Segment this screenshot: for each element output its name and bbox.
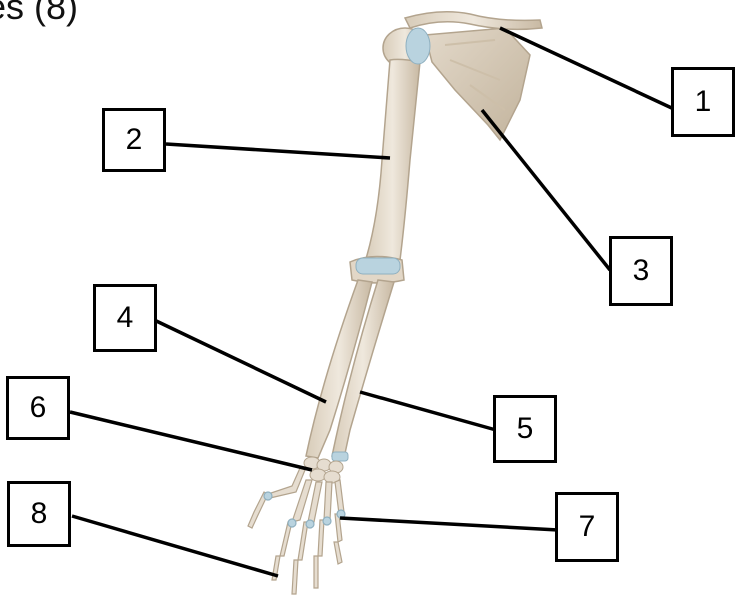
label-box-2: 2 [102,108,166,172]
label-box-7: 7 [555,492,619,562]
leader-line-4 [150,318,326,402]
label-box-5: 5 [493,395,557,463]
label-box-4: 4 [93,284,157,352]
label-box-3: 3 [609,236,673,306]
label-box-1: 1 [671,67,735,137]
leader-line-2 [166,144,390,158]
shoulder-cartilage [406,28,430,64]
metacarpals-and-phalanges [248,468,345,594]
clavicle [405,12,542,30]
leader-line-5 [360,392,496,430]
label-box-6: 6 [6,376,70,440]
leader-line-6 [70,412,312,470]
leader-line-7 [340,518,558,530]
leader-line-3 [482,110,610,270]
scapula [425,28,530,140]
elbow-cartilage [356,258,400,274]
label-box-8: 8 [7,481,71,547]
wrist-cartilage [332,452,348,461]
leader-line-8 [72,516,278,576]
